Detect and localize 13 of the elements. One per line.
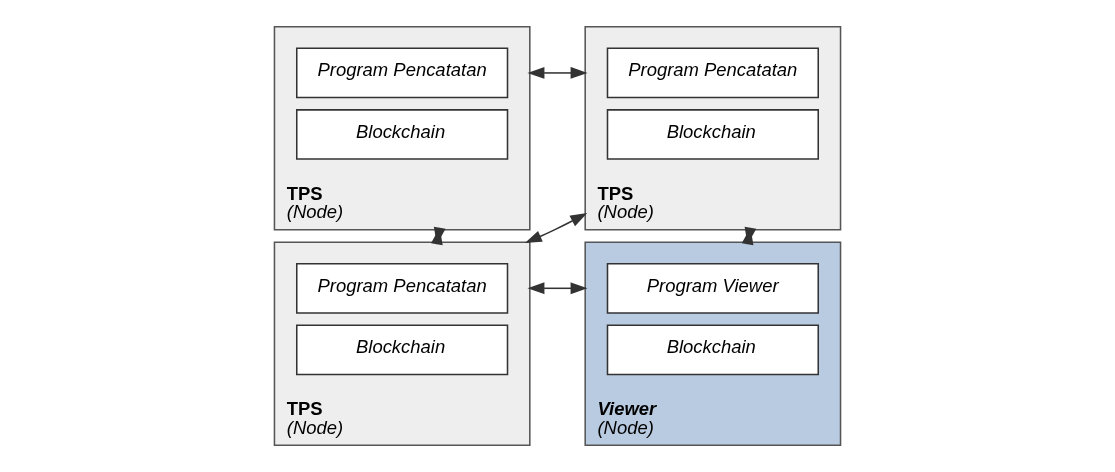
node-box: Blockchain (296, 109, 509, 160)
arrow (527, 282, 588, 295)
arrow (527, 67, 588, 79)
node-box: Program Pencatatan (606, 47, 819, 99)
arrow (524, 213, 588, 244)
node-box: Blockchain (606, 324, 819, 376)
node-box: Program Viewer (606, 262, 819, 314)
node-box: Blockchain (296, 324, 509, 376)
arrow (431, 226, 446, 246)
node-box: Program Pencatatan (296, 47, 509, 99)
arrow (741, 226, 757, 246)
node-box: Blockchain (606, 109, 819, 160)
node-box: Program Pencatatan (296, 262, 509, 314)
